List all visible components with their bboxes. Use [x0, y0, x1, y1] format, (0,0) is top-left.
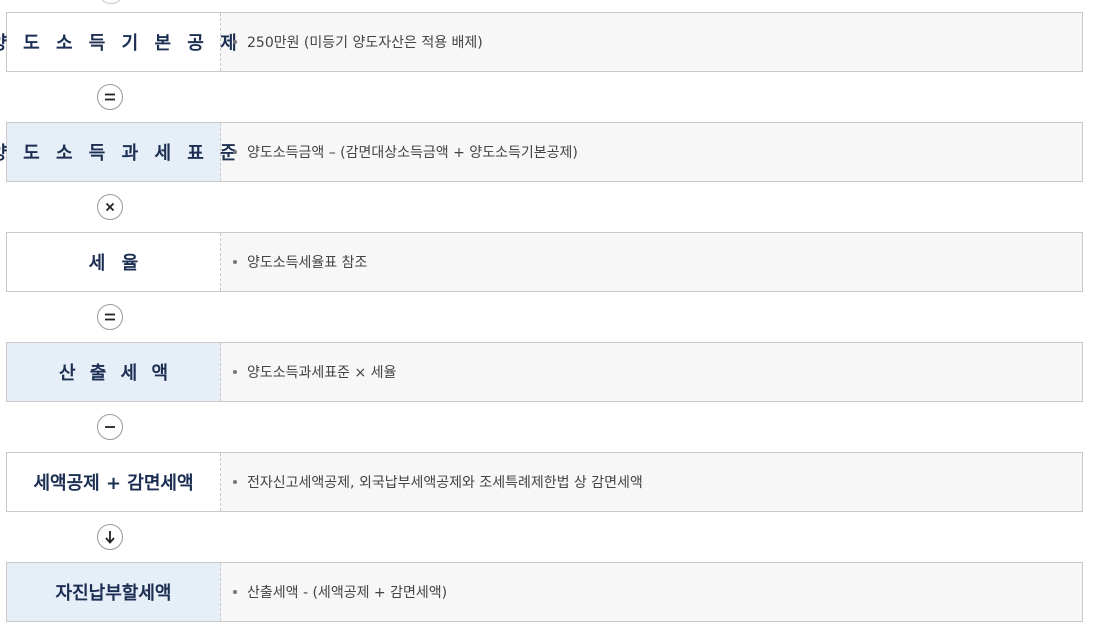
step-description: 산출세액 - (세액공제 + 감면세액): [221, 563, 1082, 621]
step-description-text: 전자신고세액공제, 외국납부세액공제와 조세특례제한법 상 감면세액: [247, 475, 643, 491]
step-row-calculated-tax: 산 출 세 액 양도소득과세표준 × 세율: [6, 342, 1083, 402]
step-row-basic-deduction: 양 도 소 득 기 본 공 제 250만원 (미등기 양도자산은 적용 배제): [0, 12, 1083, 72]
step-description: 전자신고세액공제, 외국납부세액공제와 조세특례제한법 상 감면세액: [221, 453, 1082, 511]
bullet-icon: [233, 40, 237, 44]
step-row-credits-reductions: 세액공제 + 감면세액 전자신고세액공제, 외국납부세액공제와 조세특례제한법 …: [6, 452, 1083, 512]
bullet-icon: [233, 590, 237, 594]
arrow-down-icon: [97, 524, 123, 550]
step-description-text: 250만원 (미등기 양도자산은 적용 배제): [247, 35, 483, 51]
bullet-icon: [233, 150, 237, 154]
step-description: 양도소득과세표준 × 세율: [221, 343, 1082, 401]
multiply-icon: [97, 194, 123, 220]
step-label: 자진납부할세액: [7, 563, 221, 621]
step-label: 산 출 세 액: [7, 343, 221, 401]
bullet-icon: [233, 370, 237, 374]
step-label: 양 도 소 득 과 세 표 준: [0, 123, 237, 181]
equals-icon: [97, 84, 123, 110]
step-label: 양 도 소 득 기 본 공 제: [0, 13, 237, 71]
step-description: 양도소득금액 – (감면대상소득금액 + 양도소득기본공제): [221, 123, 1082, 181]
bullet-icon: [233, 260, 237, 264]
minus-icon: [97, 414, 123, 440]
step-description-text: 산출세액 - (세액공제 + 감면세액): [247, 585, 448, 601]
step-description-text: 양도소득금액 – (감면대상소득금액 + 양도소득기본공제): [247, 145, 578, 161]
equals-icon: [97, 304, 123, 330]
step-description-text: 양도소득세율표 참조: [247, 255, 368, 271]
step-description: 250만원 (미등기 양도자산은 적용 배제): [221, 13, 1082, 71]
step-description: 양도소득세율표 참조: [221, 233, 1082, 291]
bullet-icon: [233, 480, 237, 484]
step-label: 세액공제 + 감면세액: [7, 453, 221, 511]
step-row-tax-base: 양 도 소 득 과 세 표 준 양도소득금액 – (감면대상소득금액 + 양도소…: [0, 122, 1083, 182]
step-label: 세 율: [7, 233, 221, 291]
top-connector-circle: [98, 0, 124, 4]
step-row-self-payment: 자진납부할세액 산출세액 - (세액공제 + 감면세액): [6, 562, 1083, 622]
step-description-text: 양도소득과세표준 × 세율: [247, 365, 397, 381]
step-row-tax-rate: 세 율 양도소득세율표 참조: [6, 232, 1083, 292]
